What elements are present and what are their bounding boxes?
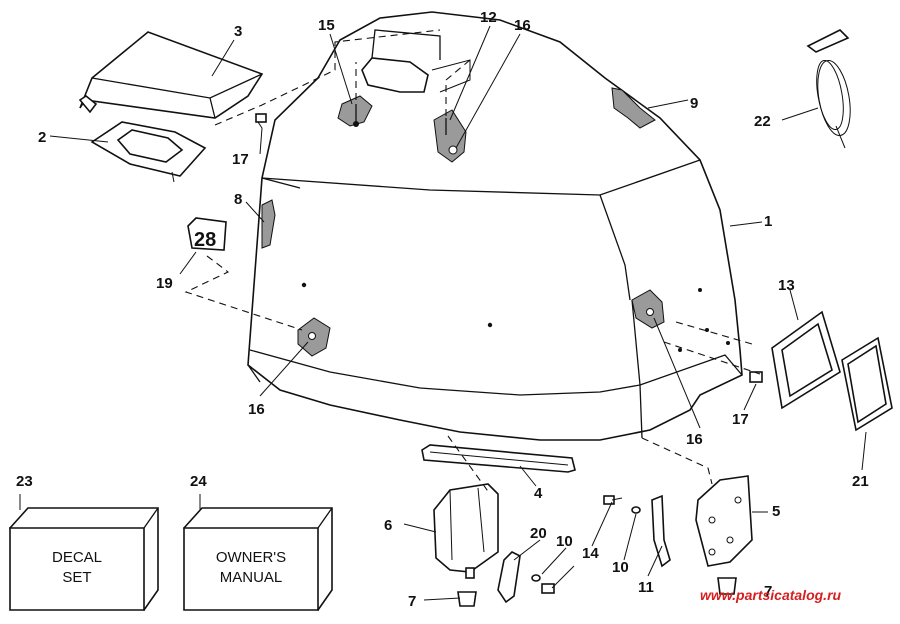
- watermark: www.partsicatalog.ru: [700, 587, 842, 603]
- part-20-bracket: [497, 551, 521, 604]
- callout-7-right: 7: [764, 583, 772, 600]
- part-17-screw-top: [255, 113, 267, 129]
- callout-20: 20: [530, 525, 547, 542]
- callout-10-right: 10: [612, 559, 629, 576]
- part-2-plate: [90, 121, 207, 183]
- callout-1: 1: [764, 213, 772, 230]
- box-decal-set: DECAL SET: [8, 494, 159, 612]
- part-16-bracket-left: [297, 317, 331, 357]
- assembly-lines: [184, 29, 761, 495]
- part-15-bracket: [337, 95, 373, 127]
- part-7-grommet-left: [457, 591, 477, 607]
- callout-3: 3: [234, 23, 242, 40]
- decal-label-line2: SET: [62, 569, 91, 586]
- callout-16-right: 16: [686, 431, 703, 448]
- callout-17-top: 17: [232, 151, 249, 168]
- callout-2: 2: [38, 129, 46, 146]
- part-21-panel: [841, 336, 893, 432]
- callout-10-left: 10: [556, 533, 573, 550]
- callout-15: 15: [318, 17, 335, 34]
- callout-8: 8: [234, 191, 242, 208]
- callout-16-left: 16: [248, 401, 265, 418]
- callout-7-left: 7: [408, 593, 416, 610]
- manual-label-line2: MANUAL: [220, 569, 283, 586]
- part-5-bracket: [695, 475, 753, 567]
- callout-numbers: 3 2 15 12 16 9 22 8 17 1 19 16 16 17 13 …: [16, 9, 869, 610]
- part-10-washer-right: [631, 506, 641, 514]
- callout-14: 14: [582, 545, 599, 562]
- callout-21: 21: [852, 473, 869, 490]
- callout-4: 4: [534, 485, 543, 502]
- callout-12: 12: [480, 9, 497, 26]
- part-14-bolt: [603, 495, 623, 505]
- box-owners-manual: OWNER'S MANUAL: [182, 494, 333, 612]
- callout-9: 9: [690, 95, 698, 112]
- part-9-seal: [611, 87, 656, 129]
- part-12-bracket: [433, 109, 467, 163]
- manual-label-line1: OWNER'S: [216, 549, 286, 566]
- part-3-cover: [78, 31, 264, 119]
- part-11-bracket: [651, 494, 671, 568]
- callout-23: 23: [16, 473, 33, 490]
- part-19-emblem: 28: [187, 217, 227, 251]
- part-8-seal: [261, 199, 276, 249]
- callout-11: 11: [638, 579, 654, 596]
- callout-19: 19: [156, 275, 173, 292]
- callout-13: 13: [778, 277, 795, 294]
- callout-22: 22: [754, 113, 771, 130]
- callout-5: 5: [772, 503, 780, 520]
- leader-lines: [49, 25, 867, 601]
- part-screw-lower: [541, 583, 555, 594]
- callout-17-right: 17: [732, 411, 749, 428]
- part-16-bracket-right: [631, 289, 665, 329]
- part-6-bracket: [433, 483, 499, 579]
- part-22-cable: [806, 29, 851, 149]
- svg-text:28: 28: [194, 229, 216, 251]
- callout-6: 6: [384, 517, 392, 534]
- part-1-cowl: [247, 11, 743, 441]
- part-10-washer-left: [531, 574, 541, 582]
- part-4-strip: [421, 444, 576, 473]
- part-7-grommet-right: [717, 577, 737, 595]
- callout-24: 24: [190, 473, 207, 490]
- part-13-panel: [771, 310, 841, 410]
- part-17-screw-right: [749, 371, 763, 383]
- decal-label-line1: DECAL: [52, 549, 102, 566]
- callout-16-top: 16: [514, 17, 531, 34]
